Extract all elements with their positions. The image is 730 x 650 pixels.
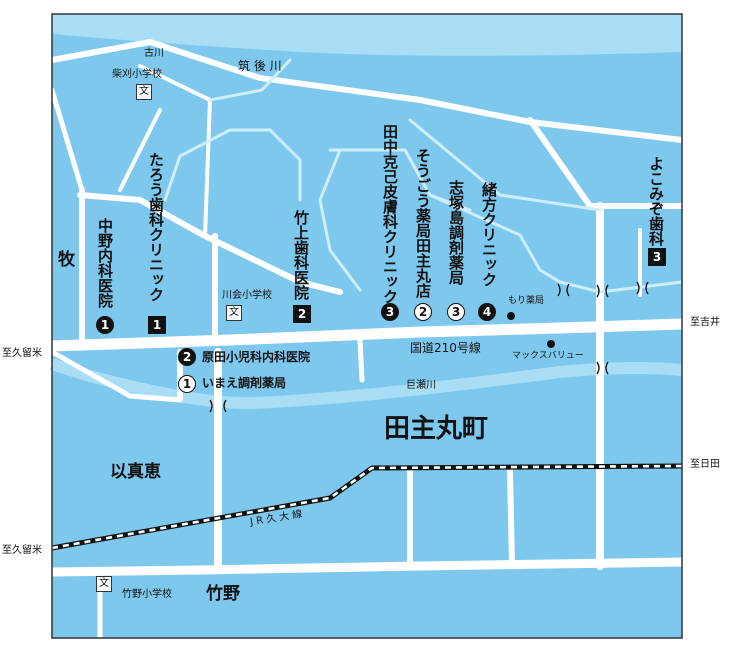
taro-dental-label: たろう歯科クリニック — [147, 152, 165, 302]
school-icon: 文 — [96, 576, 112, 592]
direction-kurume-top: 至久留米 — [2, 348, 42, 359]
thin-road-b — [318, 148, 362, 292]
mori-pharmacy-dot — [507, 312, 515, 320]
school-icon: 文 — [226, 305, 242, 321]
marker-nakano: 1 — [96, 316, 114, 334]
thin-road-d — [428, 193, 684, 294]
marker-harada: 2 — [178, 348, 196, 366]
marker-yokomizo: 3 — [648, 248, 666, 266]
route210-label: 国道210号線 — [410, 341, 481, 355]
road-v-510 — [507, 467, 515, 569]
shizuka-pharmacy-label: 志塚島調剤薬局 — [447, 180, 465, 285]
ogata-clinic-label: 緒方クリニック — [480, 182, 498, 287]
maxvalu-dot — [547, 340, 555, 348]
chikugo-label: 筑 後 川 — [238, 59, 282, 73]
right-diagonal-road — [527, 117, 685, 209]
kawaai-school-label: 川会小学校 — [222, 290, 272, 301]
thin-road-e — [163, 128, 272, 202]
imae-pharmacy-label: いまえ調剤薬局 — [202, 376, 287, 390]
area-tanushimaru-label: 田主丸町 — [384, 414, 489, 444]
marker-sougou: 2 — [414, 303, 432, 321]
shibakari-school-label: 柴刈小学校 — [112, 69, 162, 80]
chikugo-river — [52, 14, 682, 56]
nakano-clinic-label: 中野内科医院 — [96, 218, 114, 308]
road-v-48 — [45, 377, 53, 423]
bridges — [209, 281, 649, 413]
maxvalu-label: マックスバリュー — [512, 351, 584, 361]
tanaka-clinic-label: 田中克己皮膚科クリニック — [381, 124, 399, 304]
area-imae-label: 以真恵 — [110, 462, 161, 482]
mori-pharmacy-label: もり薬局 — [508, 296, 545, 306]
shibakari-road — [118, 108, 162, 192]
lower-left-road — [49, 349, 183, 403]
area-makino-label: 牧 — [58, 250, 75, 270]
jr-line — [51, 464, 683, 550]
yokomizo-dental-label: よこみぞ歯科 — [647, 156, 665, 246]
top-road — [49, 38, 533, 125]
top-right-road — [527, 119, 685, 143]
harada-clinic-label: 原田小児科内科医院 — [202, 350, 311, 364]
marker-taro: 1 — [148, 316, 166, 334]
road-v-42 — [39, 417, 49, 563]
left-top-road — [49, 87, 85, 193]
takeno-school-label: 竹野小学校 — [122, 589, 172, 600]
marker-takegami: 2 — [293, 305, 311, 323]
direction-yoshii: 至吉井 — [690, 317, 720, 328]
road-v-360 — [357, 337, 365, 383]
bottom-road — [47, 557, 687, 577]
thin-road-a — [408, 118, 602, 212]
marker-imae-pharmacy: 1 — [178, 375, 196, 393]
thin-road-g — [208, 58, 292, 102]
roads — [39, 38, 688, 641]
kose-river — [50, 358, 683, 410]
map-frame — [51, 13, 683, 639]
thin-road-f — [268, 128, 302, 202]
marker-shizuka: 3 — [447, 303, 465, 321]
kose-label: 巨瀬川 — [406, 380, 436, 391]
direction-kurume-bottom: 至久留米 — [2, 545, 42, 556]
area-takeno-label: 竹野 — [206, 584, 240, 604]
direction-hita: 至日田 — [690, 459, 720, 470]
sougou-pharmacy-label: そうごう薬局田主丸店 — [414, 148, 432, 298]
school-icon: 文 — [136, 84, 152, 100]
takegami-dental-label: 竹上歯科医院 — [292, 210, 310, 300]
marker-ogata: 4 — [478, 303, 496, 321]
marker-tanaka: 3 — [381, 303, 399, 321]
furukawa-label: 古川 — [144, 48, 164, 59]
